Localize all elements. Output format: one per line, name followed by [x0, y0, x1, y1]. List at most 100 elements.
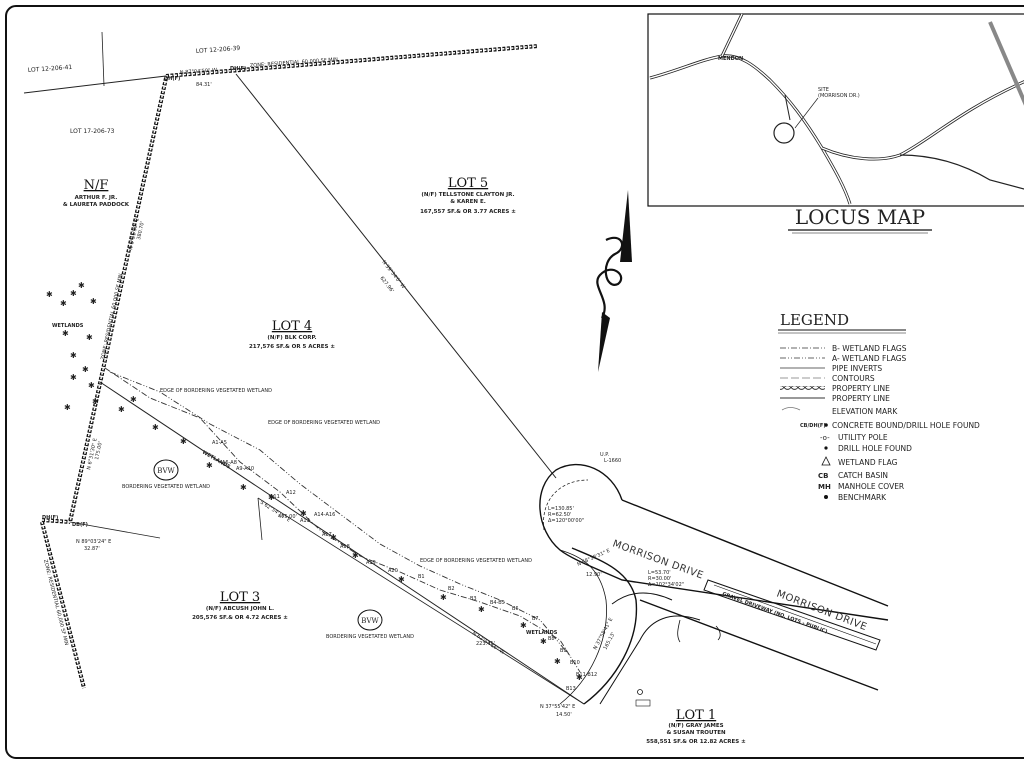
legend-item-property-line-wall: PROPERTY LINE — [832, 384, 890, 393]
utility-pole-label: U.P. — [600, 452, 609, 458]
wetlands-label-3: WETLANDS — [526, 630, 558, 636]
legend-item-utility-pole: UTILITY POLE — [838, 433, 888, 442]
wetlands-label-1: WETLANDS — [52, 323, 84, 329]
distance-bottom: 14.50' — [556, 712, 572, 718]
bearing-lot3-lot4: S 62°54'16" E — [259, 500, 291, 524]
svg-text:✱: ✱ — [478, 605, 485, 614]
bearing-bottom: N 37°55'42" E — [540, 704, 575, 710]
lot-title-nf: N/F — [84, 178, 109, 193]
parcel-label-12-206-41: LOT 12-206-41 — [28, 64, 73, 74]
svg-text:✱: ✱ — [440, 593, 447, 602]
locus-map-inset: SITE (MORRISON DR.) MENDON — [647, 13, 1024, 207]
curve-2-length: L=53.70' — [648, 570, 671, 576]
dh-west: DH(F) — [42, 515, 58, 521]
flag-id: B2 — [448, 586, 455, 592]
lot-area-4: 217,576 SF.& OR 5 ACRES ± — [249, 344, 335, 350]
lot-title-3: LOT 3 — [220, 590, 260, 605]
wetland-edge-note-3: EDGE OF BORDERING VEGETATED WETLAND — [420, 558, 532, 564]
wetland-edge-note-2: EDGE OF BORDERING VEGETATED WETLAND — [268, 420, 380, 426]
lot-owner2-5: & KAREN E. — [450, 199, 486, 205]
flag-id: A20 — [388, 568, 398, 574]
property-line-lot4-lot5 — [235, 73, 557, 479]
svg-text:✱: ✱ — [60, 299, 67, 308]
flag-id: B1 — [418, 574, 425, 580]
property-line-north-west — [23, 75, 167, 94]
svg-text:✱: ✱ — [118, 405, 125, 414]
svg-text:✱: ✱ — [46, 290, 53, 299]
curve-1-delta: Δ=120°00'00" — [548, 518, 584, 524]
legend-item-catch-basin: CATCH BASIN — [838, 471, 888, 480]
flag-id: B11-B12 — [576, 672, 597, 678]
lot1-features — [635, 619, 721, 707]
svg-text:✱: ✱ — [330, 533, 337, 542]
flag-id: A14-A16 — [314, 512, 335, 518]
sheet-border — [5, 5, 1024, 759]
bvw-marker-2 — [357, 609, 383, 631]
lot-title-4: LOT 4 — [272, 319, 312, 334]
flag-id: A6-A8 — [222, 460, 237, 466]
lot-owner2-1: & SUSAN TROUTEN — [666, 730, 726, 736]
flag-id: B6 — [512, 606, 519, 612]
legend-item-concrete-bound: CONCRETE BOUND/DRILL HOLE FOUND — [832, 421, 980, 430]
bvw-sublabel-1: BORDERING VEGETATED WETLAND — [122, 484, 210, 490]
property-line-lot3-lot4 — [99, 381, 585, 705]
flag-id: A1-A5 — [212, 440, 227, 446]
svg-text:✱: ✱ — [70, 351, 77, 360]
survey-annotations: DH(F) DH(F) N 87°04'50" W 84.31' N 39°34… — [42, 66, 684, 718]
legend: LEGEND B- WETLAND FLAGS A- WETLAND FLAGS… — [778, 311, 980, 502]
lot-area-3: 205,576 SF.& OR 4.72 ACRES ± — [192, 615, 288, 621]
flag-id: B9 — [560, 648, 567, 654]
legend-code-mh: MH — [818, 483, 831, 491]
legend-item-manhole: MANHOLE COVER — [838, 482, 904, 491]
svg-text:✱: ✱ — [130, 395, 137, 404]
bearing-cul-de-sac: N 68°38'31" E — [576, 548, 611, 568]
flag-id: B3 — [470, 596, 477, 602]
locus-site-label: SITE — [818, 87, 829, 93]
locus-site-marker — [773, 122, 795, 144]
legend-item-b-wetland: B- WETLAND FLAGS — [832, 344, 907, 353]
flag-id: A9-A10 — [236, 466, 254, 472]
legend-item-property-line: PROPERTY LINE — [832, 394, 890, 403]
lot-title-1: LOT 1 — [676, 708, 716, 723]
bvw-label-1: BVW — [157, 467, 175, 475]
lot-owner-3: (N/F) ABCUSH JOHN L. — [206, 606, 274, 612]
legend-title: LEGEND — [780, 311, 849, 329]
lot-title-5: LOT 5 — [448, 176, 488, 191]
dh-top-2: DH(F) — [230, 66, 246, 72]
svg-text:✱: ✱ — [180, 437, 187, 446]
drill-hole-found-icon — [824, 446, 828, 450]
wetland-flag-lines — [104, 367, 581, 673]
flag-id: B4-B5 — [490, 600, 505, 606]
distance-lot3: 223.41' — [476, 641, 495, 647]
lot-owner-5: (N/F) TELLSTONE CLAYTON JR. — [421, 192, 514, 198]
svg-text:✱: ✱ — [300, 509, 307, 518]
db-west: DB(F) — [72, 522, 88, 528]
locus-site-sublabel: (MORRISON DR.) — [818, 93, 860, 99]
benchmark-icon — [824, 495, 828, 499]
lot-owner-1: (N/F) GRAY JAMES — [668, 723, 723, 729]
flag-id: A18 — [340, 544, 350, 550]
distance-south-west: 32.87' — [84, 546, 100, 552]
flag-id: A13 — [300, 518, 310, 524]
svg-text:✱: ✱ — [62, 329, 69, 338]
bearing-top: N 87°04'50" W — [180, 67, 218, 76]
legend-item-pipe-inverts: PIPE INVERTS — [832, 364, 882, 373]
lot-area-5: 167,557 SF.& OR 3.77 ACRES ± — [420, 209, 516, 215]
curve-2-radius: R=30.00' — [648, 576, 671, 582]
legend-item-a-wetland: A- WETLAND FLAGS — [832, 354, 907, 363]
svg-text:✱: ✱ — [268, 493, 275, 502]
locus-road-highway — [988, 21, 1024, 106]
utility-pole-id: L-1660 — [604, 458, 621, 464]
morrison-drive — [539, 463, 889, 705]
bvw-sublabel-2: BORDERING VEGETATED WETLAND — [326, 634, 414, 640]
flag-id: A17 — [322, 532, 332, 538]
flag-id: B7 — [532, 616, 539, 622]
svg-text:✱: ✱ — [88, 381, 95, 390]
svg-text:✱: ✱ — [70, 289, 77, 298]
svg-text:✱: ✱ — [92, 397, 99, 406]
bvw-marker-1 — [153, 459, 179, 481]
lot-owner-4: (N/F) BLK CORP. — [267, 335, 316, 341]
flag-id: A11 — [270, 494, 280, 500]
distance-west-2: 175.00' — [94, 441, 104, 461]
